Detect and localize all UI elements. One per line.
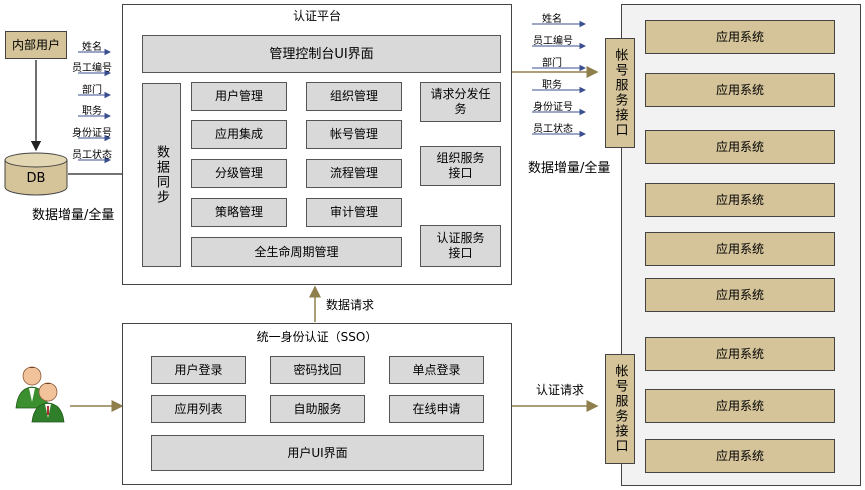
- online-apply-button[interactable]: 在线申请: [389, 395, 484, 423]
- app-system-2: 应用系统: [645, 73, 835, 107]
- request-dispatch-box: 请求分发任务: [420, 82, 501, 122]
- module-account-management: 帐号管理: [306, 120, 402, 149]
- app-system-3: 应用系统: [645, 130, 835, 164]
- self-service-button[interactable]: 自助服务: [270, 395, 365, 423]
- module-app-integration: 应用集成: [191, 120, 287, 149]
- internal-users-box: 内部用户: [5, 31, 67, 59]
- app-system-1: 应用系统: [645, 20, 835, 54]
- left-field-position: 职务: [82, 106, 102, 117]
- org-service-interface-label: 组织服务接口: [436, 151, 485, 180]
- module-user-management: 用户管理: [191, 82, 287, 111]
- users-icon: [10, 362, 70, 424]
- internal-users-label: 内部用户: [11, 37, 60, 52]
- module-policy-management: 策略管理: [191, 198, 287, 227]
- app-system-6: 应用系统: [645, 278, 835, 312]
- data-sync-box: 数据同步: [142, 83, 181, 267]
- user-login-button[interactable]: 用户登录: [151, 356, 246, 384]
- single-sign-on-button[interactable]: 单点登录: [389, 356, 484, 384]
- right-field-department: 部门: [542, 58, 562, 69]
- app-system-8: 应用系统: [645, 389, 835, 423]
- db-label: DB: [26, 170, 46, 186]
- left-field-id-number: 身份证号: [72, 128, 112, 139]
- module-org-management: 组织管理: [306, 82, 402, 111]
- right-field-name: 姓名: [542, 14, 562, 25]
- request-dispatch-label: 请求分发任务: [430, 87, 491, 116]
- right-field-employee-id: 员工编号: [533, 36, 573, 47]
- auth-platform-title: 认证平台: [292, 8, 341, 23]
- account-service-interface-top: 帐号服务接口: [605, 38, 635, 148]
- db-cylinder: DB: [4, 152, 68, 197]
- org-service-interface-box: 组织服务接口: [420, 146, 501, 186]
- left-field-department: 部门: [82, 85, 102, 96]
- app-system-7: 应用系统: [645, 337, 835, 371]
- user-ui-box: 用户UI界面: [151, 435, 484, 471]
- left-field-status: 员工状态: [72, 150, 112, 161]
- left-sync-mode: 数据增量/全量: [32, 208, 115, 223]
- module-tier-management: 分级管理: [191, 159, 287, 188]
- auth-service-interface-label: 认证服务接口: [436, 231, 485, 260]
- account-service-interface-bottom: 帐号服务接口: [605, 354, 635, 464]
- right-field-status: 员工状态: [533, 124, 573, 135]
- auth-service-interface-box: 认证服务接口: [420, 225, 501, 267]
- module-workflow-management: 流程管理: [306, 159, 402, 188]
- auth-request-label: 认证请求: [536, 383, 585, 397]
- app-system-9: 应用系统: [645, 439, 835, 473]
- left-field-employee-id: 员工编号: [72, 63, 112, 74]
- password-recovery-button[interactable]: 密码找回: [270, 356, 365, 384]
- lifecycle-management-box: 全生命周期管理: [191, 237, 402, 267]
- sso-title: 统一身份认证（SSO）: [256, 329, 378, 344]
- console-ui-box: 管理控制台UI界面: [142, 35, 501, 73]
- app-list-button[interactable]: 应用列表: [151, 395, 246, 423]
- module-audit-management: 审计管理: [306, 198, 402, 227]
- right-sync-mode: 数据增量/全量: [528, 161, 611, 176]
- app-system-5: 应用系统: [645, 232, 835, 266]
- data-request-label: 数据请求: [326, 298, 375, 312]
- right-field-position: 职务: [542, 80, 562, 91]
- app-system-4: 应用系统: [645, 183, 835, 217]
- left-field-name: 姓名: [82, 42, 102, 53]
- right-field-id-number: 身份证号: [533, 102, 573, 113]
